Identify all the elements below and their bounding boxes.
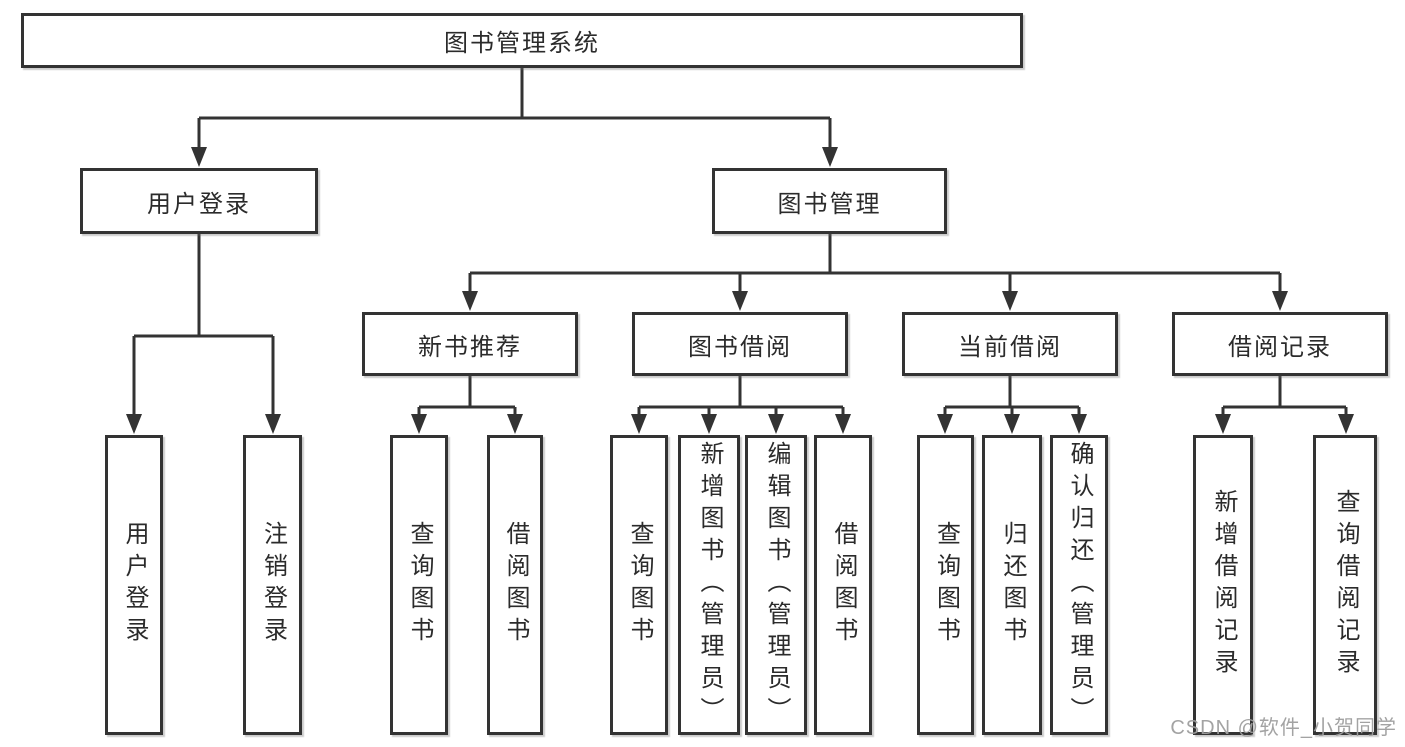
leaf-add-borrow-record-label: 新增借阅记录 [1210, 489, 1237, 681]
node-book-borrow: 图书借阅 [632, 312, 848, 376]
leaf-edit-book-admin-label: 编辑图书（管理员） [763, 441, 790, 729]
node-current-borrow-label: 当前借阅 [958, 333, 1062, 361]
arrowheads-book-borrow-children [631, 414, 851, 434]
leaf-query-borrow-record-label: 查询借阅记录 [1332, 489, 1359, 681]
leaf-borrow-book-label: 借阅图书 [830, 521, 857, 649]
leaf-query-borrow-record: 查询借阅记录 [1313, 435, 1377, 735]
node-book-borrow-label: 图书借阅 [688, 333, 792, 361]
leaf-edit-book-admin: 编辑图书（管理员） [745, 435, 807, 735]
node-user-login: 用户登录 [80, 168, 318, 234]
node-book-management-label: 图书管理 [777, 190, 882, 218]
node-new-book-recommend-label: 新书推荐 [418, 333, 522, 361]
leaf-current-query-book-label: 查询图书 [932, 521, 960, 649]
leaf-recommend-query-book-label: 查询图书 [406, 521, 433, 649]
arrowheads-root-to-level2 [191, 147, 838, 167]
csdn-watermark: CSDN @软件_小贺同学 [1170, 717, 1397, 739]
leaf-current-query-book: 查询图书 [917, 435, 974, 735]
leaf-borrow-query-book-label: 查询图书 [626, 521, 653, 649]
leaf-add-book-admin-label: 新增图书（管理员） [696, 441, 723, 729]
node-borrow-records: 借阅记录 [1172, 312, 1388, 376]
leaf-return-book-label: 归还图书 [999, 521, 1026, 649]
connector-book-borrow-children [637, 376, 845, 417]
node-book-management: 图书管理 [712, 168, 947, 234]
connector-root-to-level2 [197, 68, 832, 150]
leaf-recommend-query-book: 查询图书 [390, 435, 448, 735]
connector-user-login-children [132, 234, 275, 417]
node-new-book-recommend: 新书推荐 [362, 312, 578, 376]
connector-new-book-children [417, 376, 517, 417]
leaf-user-login: 用户登录 [105, 435, 163, 735]
connector-book-management-children [468, 234, 1282, 294]
arrowheads-current-borrow-children [937, 414, 1087, 434]
node-user-login-label: 用户登录 [147, 190, 251, 218]
node-library-system: 图书管理系统 [21, 13, 1023, 68]
leaf-user-login-label: 用户登录 [121, 521, 148, 649]
leaf-logout: 注销登录 [243, 435, 302, 735]
connector-borrow-record-children [1221, 376, 1348, 417]
leaf-confirm-return-admin-label: 确认归还（管理员） [1066, 441, 1093, 729]
leaf-borrow-query-book: 查询图书 [610, 435, 668, 735]
connector-current-borrow-children [943, 376, 1081, 417]
node-borrow-records-label: 借阅记录 [1228, 333, 1332, 361]
arrowheads-book-management-children [462, 291, 1288, 311]
leaf-add-borrow-record: 新增借阅记录 [1193, 435, 1253, 735]
leaf-return-book: 归还图书 [982, 435, 1042, 735]
node-current-borrow: 当前借阅 [902, 312, 1118, 376]
leaf-recommend-borrow-book: 借阅图书 [487, 435, 543, 735]
leaf-borrow-book: 借阅图书 [814, 435, 872, 735]
arrowheads-new-book-children [411, 414, 523, 434]
leaf-recommend-borrow-book-label: 借阅图书 [502, 521, 529, 649]
node-library-system-label: 图书管理系统 [444, 30, 600, 57]
arrowheads-borrow-record-children [1215, 414, 1354, 434]
leaf-logout-label: 注销登录 [259, 521, 287, 649]
arrowheads-user-login-children [126, 414, 281, 434]
leaf-add-book-admin: 新增图书（管理员） [678, 435, 740, 735]
leaf-confirm-return-admin: 确认归还（管理员） [1050, 435, 1108, 735]
